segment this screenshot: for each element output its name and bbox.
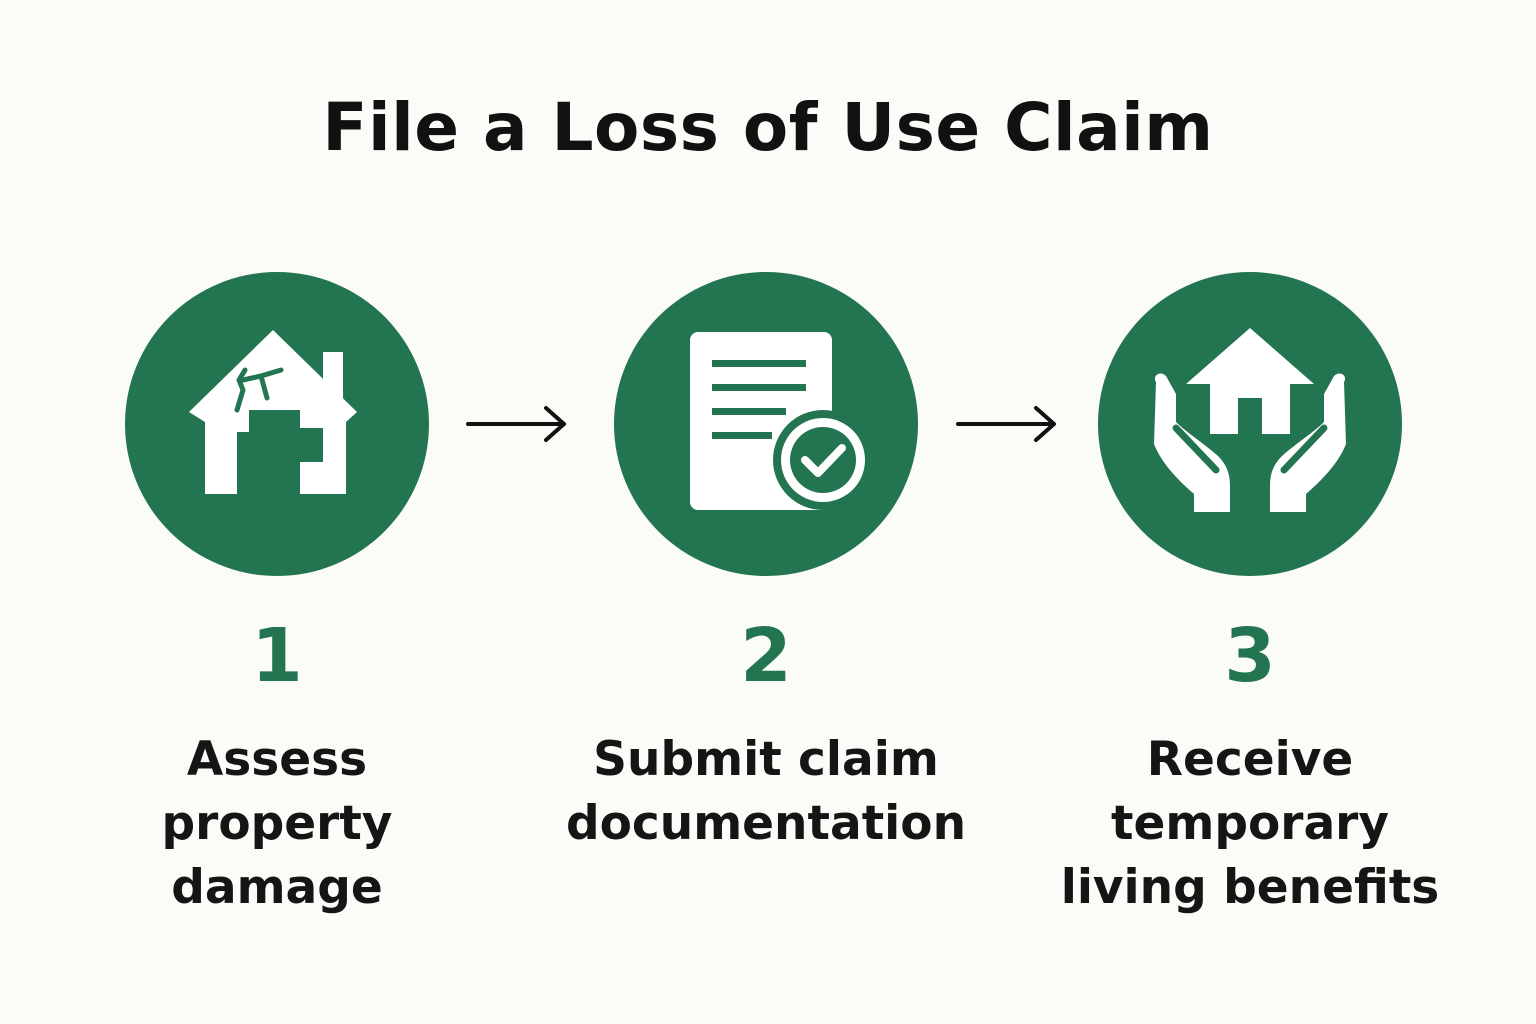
damaged-house-icon bbox=[189, 330, 357, 494]
step-3-label: Receive temporary living benefits bbox=[1020, 728, 1480, 920]
step-2-number: 2 bbox=[740, 613, 792, 699]
step-3-label-line: Receive bbox=[1146, 732, 1354, 787]
step-2-circle bbox=[614, 272, 918, 576]
right-arrow-icon bbox=[956, 406, 1056, 442]
page-title: File a Loss of Use Claim bbox=[322, 89, 1214, 166]
step-2-label: Submit claim documentation bbox=[536, 728, 996, 856]
step-1-label-line: Assess bbox=[186, 732, 368, 787]
hands-holding-house-icon bbox=[1154, 328, 1346, 512]
document-checkmark-icon bbox=[690, 332, 873, 510]
step-3-label-line: temporary bbox=[1111, 796, 1389, 851]
step-2-label-line: Submit claim bbox=[593, 732, 939, 787]
step-3: 3 Receive temporary living benefits bbox=[1020, 272, 1480, 920]
step-1-label: Assess property damage bbox=[47, 728, 507, 920]
step-1-number: 1 bbox=[251, 613, 303, 699]
step-3-circle bbox=[1098, 272, 1402, 576]
step-3-number: 3 bbox=[1224, 613, 1276, 699]
right-arrow-icon bbox=[466, 406, 566, 442]
step-1-label-line: property bbox=[161, 796, 393, 851]
step-1-label-line: damage bbox=[171, 860, 383, 915]
step-1-circle bbox=[125, 272, 429, 576]
step-1: 1 Assess property damage bbox=[47, 272, 507, 920]
step-2: 2 Submit claim documentation bbox=[536, 272, 996, 856]
step-2-label-line: documentation bbox=[565, 796, 967, 851]
step-3-label-line: living benefits bbox=[1060, 860, 1440, 915]
